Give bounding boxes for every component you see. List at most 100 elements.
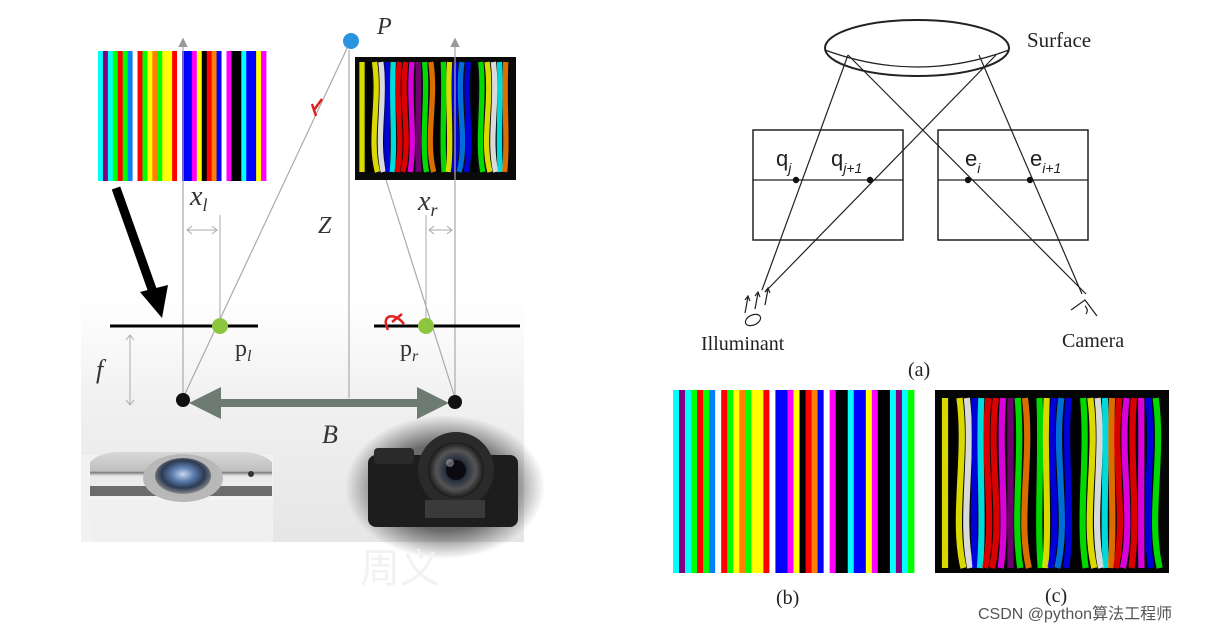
- surface-stripe: [1042, 397, 1051, 569]
- stripe: [236, 51, 242, 181]
- surface-stripe: [1054, 397, 1065, 569]
- stripe: [201, 51, 208, 181]
- stripe: [715, 390, 722, 573]
- stripe: [787, 390, 794, 573]
- camera-eye-icon: [1070, 299, 1098, 317]
- stripe: [206, 51, 213, 181]
- stripe: [799, 390, 806, 573]
- surface-stripe: [365, 61, 373, 173]
- stripe: [251, 51, 257, 181]
- camera-image: [345, 415, 545, 559]
- right-ray: [385, 179, 456, 399]
- surface-stripe: [463, 61, 472, 173]
- surface-label: Surface: [1027, 28, 1091, 52]
- surface-stripe: [1021, 397, 1032, 569]
- stripe-pattern-b: [673, 390, 915, 573]
- surface-stripe: [427, 61, 437, 173]
- stripe: [221, 51, 227, 181]
- surface-stripe: [1128, 397, 1138, 569]
- stripe: [177, 51, 183, 181]
- stripe: [865, 390, 873, 573]
- stripe: [196, 51, 203, 181]
- stripe: [256, 51, 262, 181]
- surface-stripe: [982, 397, 993, 569]
- stripe: [859, 390, 867, 573]
- structured-light-schematic: [744, 19, 1098, 327]
- stripe: [727, 390, 734, 573]
- surface-stripe: [1107, 397, 1116, 569]
- stripe: [721, 390, 728, 573]
- surface-stripe: [394, 61, 403, 173]
- stripe: [811, 390, 819, 573]
- surface-stripe: [407, 61, 415, 173]
- grid-label-qj1: qj+1: [831, 146, 862, 176]
- stripe: [142, 51, 148, 181]
- stripe: [172, 51, 178, 181]
- surface-stripe: [963, 397, 974, 569]
- captured-surface-image-c: [935, 390, 1169, 573]
- stripe: [137, 51, 143, 181]
- surface-stripe: [1014, 397, 1024, 569]
- stripe: [191, 51, 198, 181]
- stripe: [733, 390, 740, 573]
- surface-stripe: [970, 397, 979, 569]
- stripe: [847, 390, 855, 573]
- stripe: [679, 390, 686, 573]
- projector-image-plane-box: [752, 129, 904, 241]
- stripe: [829, 390, 837, 573]
- surface-stripe: [400, 61, 409, 173]
- surface-stripe: [1036, 397, 1044, 569]
- stripe: [127, 51, 133, 181]
- stripe: [877, 390, 885, 573]
- stripe: [147, 51, 153, 181]
- surface-stripe: [1112, 397, 1124, 569]
- surface-stripe: [1063, 397, 1073, 569]
- stripe: [841, 390, 849, 573]
- surface-stripe: [389, 61, 397, 173]
- surface-stripe: [1086, 397, 1098, 569]
- stripe-pattern-left: [98, 51, 267, 181]
- left-point-label: pl: [235, 336, 252, 365]
- surface-stripe: [1152, 397, 1163, 569]
- stripe: [793, 390, 800, 573]
- stripe: [107, 51, 114, 181]
- surface-stripe: [483, 61, 493, 173]
- stripe: [261, 51, 267, 181]
- stripe: [883, 390, 891, 573]
- stripe: [739, 390, 746, 573]
- stripe: [102, 51, 109, 181]
- surface-stripe: [955, 397, 967, 569]
- stripe: [152, 51, 158, 181]
- baseline-label: B: [322, 420, 338, 449]
- stripe: [703, 390, 710, 573]
- stripe: [226, 51, 232, 181]
- surface-stripe: [1144, 397, 1155, 569]
- right-point-label: pr: [400, 336, 419, 365]
- stripe: [691, 390, 698, 573]
- surface-ellipse: [824, 19, 1010, 77]
- surface-stripe: [490, 61, 499, 173]
- red-annotation-stroke: [310, 98, 324, 117]
- point-qj: [792, 176, 800, 184]
- surface-stripe: [997, 397, 1007, 569]
- stripe: [709, 390, 716, 573]
- caption-b: (b): [776, 587, 799, 609]
- stripe: [211, 51, 217, 181]
- stripe: [907, 390, 915, 573]
- stripe: [157, 51, 163, 181]
- stripe: [112, 51, 119, 181]
- stripe: [231, 51, 237, 181]
- surface-stripe: [377, 61, 386, 173]
- surface-stripe: [1047, 397, 1058, 569]
- point-qj1: [866, 176, 874, 184]
- stripe: [763, 390, 770, 573]
- stripe: [835, 390, 843, 573]
- camera-label: Camera: [1062, 330, 1124, 352]
- stripe: [805, 390, 812, 573]
- point-label: P: [376, 14, 392, 40]
- stripe: [246, 51, 252, 181]
- stripe: [216, 51, 222, 181]
- stripe: [182, 51, 188, 181]
- surface-stripe: [371, 61, 381, 173]
- red-annotation-curve: [384, 313, 405, 331]
